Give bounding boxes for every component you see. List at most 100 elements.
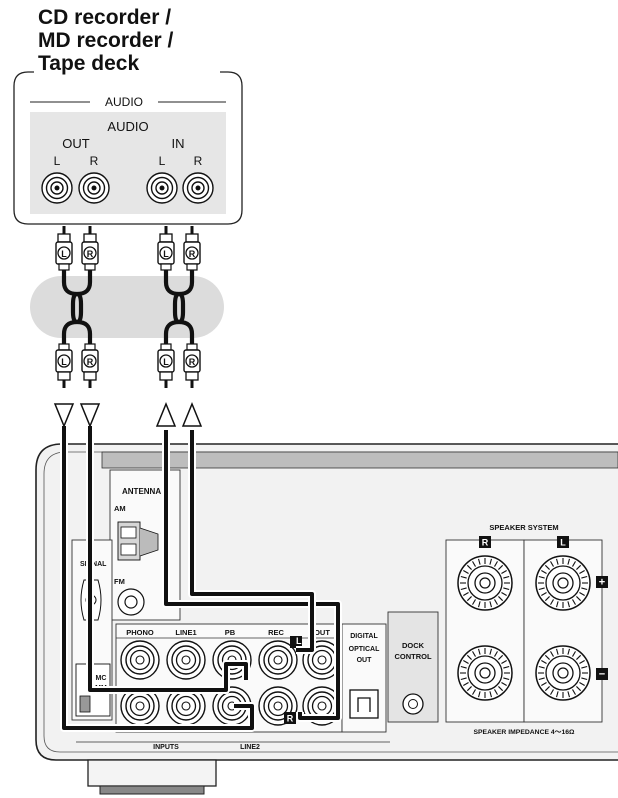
bottom-plug-out-left: L	[55, 343, 73, 388]
audio-group-label: AUDIO	[105, 95, 143, 109]
jack-rec-left[interactable]	[258, 640, 298, 680]
svg-text:L: L	[163, 249, 169, 259]
antenna-label: ANTENNA	[122, 487, 161, 496]
receiver-body-inner-rim	[43, 451, 618, 753]
cable-highlight-band	[30, 276, 224, 338]
speaker-r-minus-terminal[interactable]	[457, 645, 513, 701]
speaker-r-badge	[479, 536, 491, 548]
plus-mark: +	[599, 577, 605, 589]
am-terminal-2[interactable]	[120, 543, 137, 556]
am-terminal-1[interactable]	[120, 526, 137, 539]
device-jack-in-left[interactable]	[146, 172, 178, 204]
device-title-line-3: Tape deck	[38, 52, 140, 75]
mc-mm-switch[interactable]	[79, 695, 91, 713]
fm-antenna-jack-pin	[124, 595, 138, 609]
device-title-line-2: MD recorder /	[38, 29, 174, 52]
line2-label: LINE2	[240, 744, 260, 751]
device-title: CD recorder / MD recorder / Tape deck	[38, 6, 298, 75]
device-title-line-1: CD recorder /	[38, 6, 172, 29]
optical-out-label: OUT	[357, 657, 373, 664]
plus-badge	[596, 576, 608, 588]
svg-text:R: R	[189, 357, 196, 367]
rec-label: REC	[268, 628, 284, 637]
cable-twist-in	[163, 270, 195, 344]
device-jack-in-right[interactable]	[182, 172, 214, 204]
receiver-top-rail	[101, 451, 618, 469]
arrow-up-in-right	[181, 402, 203, 427]
optical-out-jack[interactable]	[349, 689, 379, 719]
am-label: AM	[114, 504, 126, 513]
top-plug-in-right: R	[183, 226, 201, 271]
audio-label: AUDIO	[107, 119, 148, 134]
pb-label: PB	[225, 628, 236, 637]
pre-out-label: OUT	[314, 628, 330, 637]
cable-twist-out	[61, 270, 93, 344]
device-box	[13, 71, 243, 225]
device-jack-out-left[interactable]	[41, 172, 73, 204]
receiver-foot	[87, 759, 217, 787]
device-jack-out-right[interactable]	[78, 172, 110, 204]
speaker-l-mark: L	[560, 538, 566, 548]
cable-out-left-to-pb-right	[62, 426, 254, 730]
speaker-impedance-label: SPEAKER IMPEDANCE 4～16Ω	[473, 729, 575, 736]
rec-left-mark: L	[296, 636, 302, 646]
minus-mark: −	[599, 669, 605, 681]
cables	[53, 270, 342, 732]
top-plug-in-left: L	[157, 226, 175, 271]
cable-in-left-to-rec-right	[164, 430, 340, 720]
svg-text:R: R	[189, 249, 196, 259]
in-left-label: L	[159, 154, 166, 168]
arrow-up-in-left	[155, 402, 177, 427]
rec-left-badge	[290, 636, 302, 648]
dock-control-jack-pin	[408, 699, 418, 709]
speaker-r-mark: R	[482, 538, 489, 548]
dock-label: DOCK	[402, 641, 425, 650]
out-label: OUT	[62, 136, 90, 151]
out-right-label: R	[90, 154, 99, 168]
inputs-label: INPUTS	[153, 744, 179, 751]
svg-text:R: R	[87, 357, 94, 367]
svg-text:R: R	[87, 249, 94, 259]
receiver-foot-base	[99, 785, 205, 795]
device-jacks	[41, 172, 214, 204]
speaker-l-plus-terminal[interactable]	[535, 555, 591, 611]
optical-out-jack-shutter	[357, 697, 371, 712]
speaker-r-plus-terminal[interactable]	[457, 555, 513, 611]
top-plug-out-left: L	[55, 226, 73, 271]
speaker-terminals	[457, 555, 591, 701]
minus-badge	[596, 668, 608, 680]
cable-in-right-to-rec-left	[190, 430, 314, 652]
svg-text:L: L	[61, 249, 67, 259]
bottom-plug-in-left: L	[157, 343, 175, 388]
cable-out-right-to-pb-left	[88, 426, 248, 692]
phono-label: PHONO	[126, 628, 154, 637]
in-label: IN	[172, 136, 185, 151]
fm-label: FM	[114, 577, 125, 586]
line1-label: LINE1	[175, 628, 196, 637]
optical-label: OPTICAL	[349, 646, 380, 653]
digital-label: DIGITAL	[350, 633, 378, 640]
speaker-l-badge	[557, 536, 569, 548]
fm-antenna-jack[interactable]	[117, 588, 145, 616]
jack-line1-left[interactable]	[166, 640, 206, 680]
speaker-l-minus-terminal[interactable]	[535, 645, 591, 701]
speaker-system-label: SPEAKER SYSTEM	[489, 523, 558, 532]
bottom-plug-in-right: R	[183, 343, 201, 388]
top-plug-out-right: R	[81, 226, 99, 271]
dock-control-jack[interactable]	[402, 693, 424, 715]
bottom-plug-out-right: R	[81, 343, 99, 388]
jack-line1-right[interactable]	[166, 686, 206, 726]
arrow-down-out-left	[53, 403, 75, 428]
out-left-label: L	[54, 154, 61, 168]
in-right-label: R	[194, 154, 203, 168]
mc-label: MC	[96, 675, 107, 682]
arrow-down-out-right	[79, 403, 101, 428]
rec-right-mark: R	[287, 714, 294, 724]
svg-text:L: L	[163, 357, 169, 367]
am-terminal-clamp	[139, 527, 159, 557]
rca-plugs: L R L R L R L R	[55, 226, 201, 388]
control-label: CONTROL	[394, 652, 431, 661]
jack-phono-left[interactable]	[120, 640, 160, 680]
